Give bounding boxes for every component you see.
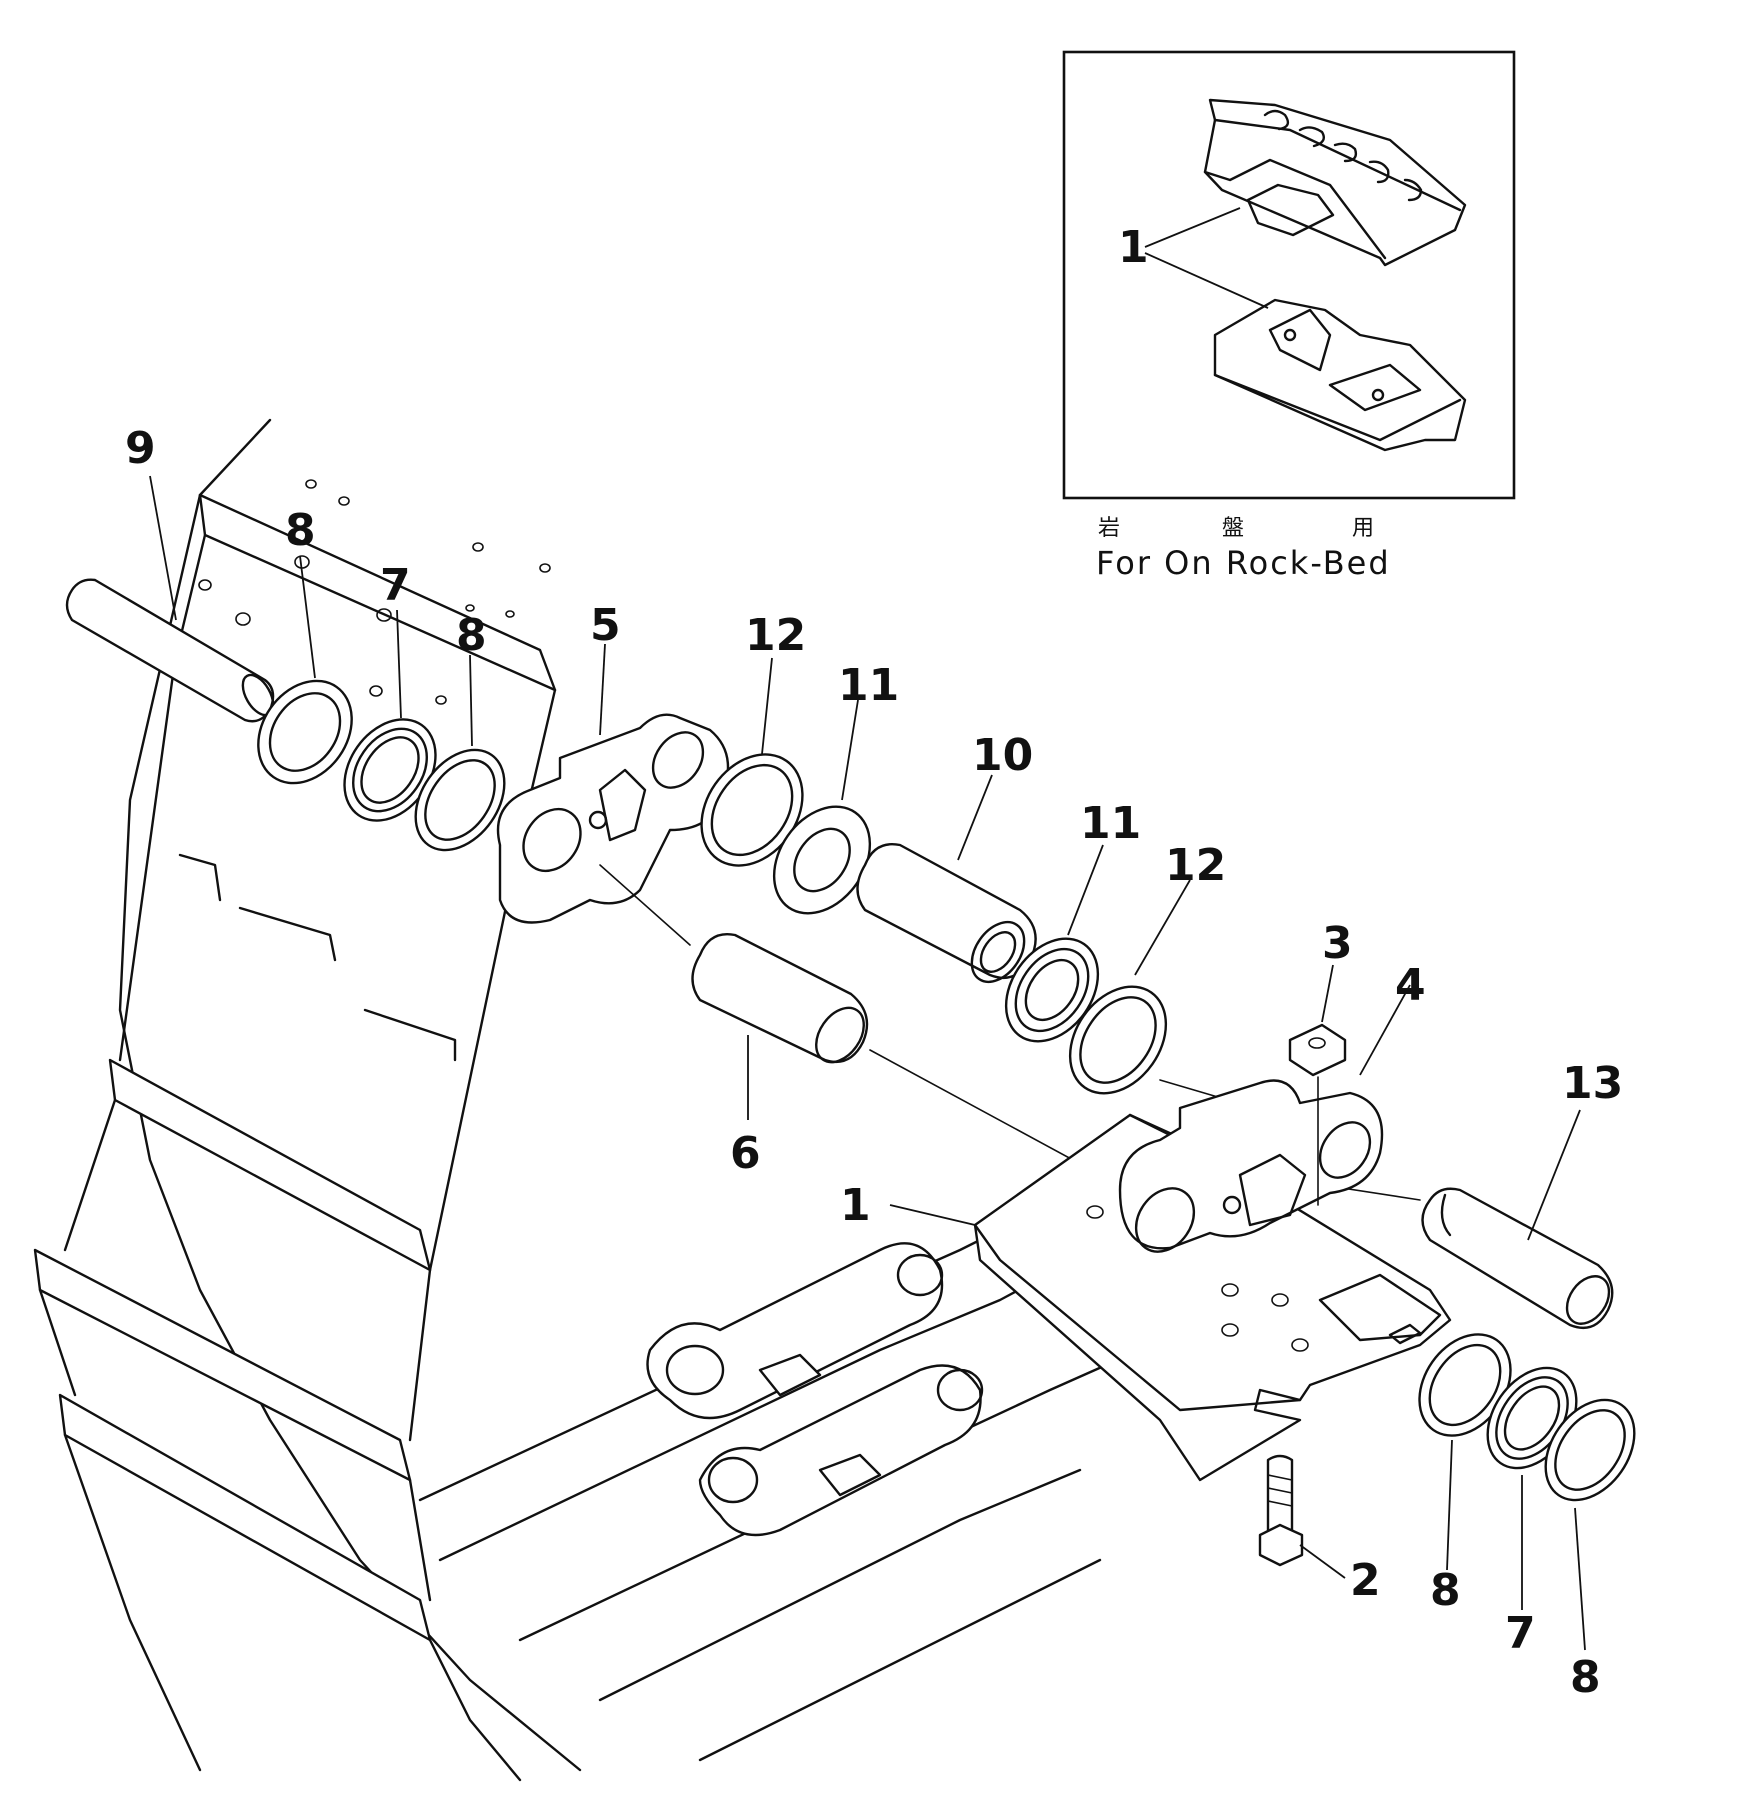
callout-8d: 8 — [1570, 1652, 1601, 1703]
track-assembly — [33, 418, 1142, 1782]
callout-12b: 12 — [1165, 840, 1226, 891]
inset-shoe-bottom — [1213, 298, 1467, 452]
part-3-nut — [1288, 1023, 1347, 1077]
callout-8b: 8 — [456, 610, 487, 661]
callout-5: 5 — [590, 600, 621, 651]
part-8-ring-a — [257, 679, 353, 785]
part-10-bushing — [856, 843, 1037, 984]
part-2-bolt — [1258, 1454, 1304, 1567]
callout-9: 9 — [125, 423, 156, 474]
callout-8a: 8 — [285, 505, 316, 556]
inset-caption-jp-3: 用 — [1352, 516, 1374, 541]
part-5-link — [496, 713, 730, 924]
callout-1: 1 — [840, 1180, 871, 1231]
part-4-link — [1118, 1079, 1384, 1253]
inset-frame — [1062, 50, 1516, 500]
part-8-ring-d — [1544, 1398, 1636, 1502]
inset-caption-jp-2: 盤 — [1222, 516, 1244, 541]
inset-panel: 1 岩 盤 用 For On Rock-Bed — [1062, 50, 1516, 582]
callout-7b: 7 — [1505, 1608, 1536, 1659]
part-13-pin — [1421, 1187, 1614, 1330]
callout-11b: 11 — [1080, 798, 1141, 849]
inset-caption-jp-1: 岩 — [1098, 516, 1120, 541]
callout-4: 4 — [1395, 960, 1426, 1011]
part-11-washer-a — [772, 805, 872, 915]
part-1-shoe — [973, 1113, 1452, 1482]
part-6-bushing — [691, 933, 869, 1064]
callout-10: 10 — [972, 730, 1033, 781]
callout-11a: 11 — [838, 660, 899, 711]
part-8-ring-b — [414, 748, 506, 852]
inset-shoe-top — [1203, 98, 1467, 267]
callout-12a: 12 — [745, 610, 806, 661]
inset-caption-en: For On Rock-Bed — [1096, 544, 1391, 582]
part-12-ring-b — [1068, 985, 1168, 1095]
track-link-lower — [646, 1242, 984, 1537]
callout-3: 3 — [1322, 918, 1353, 969]
inset-callout-1: 1 — [1118, 222, 1149, 273]
callout-8c: 8 — [1430, 1565, 1461, 1616]
callout-6: 6 — [730, 1128, 761, 1179]
callout-13: 13 — [1562, 1058, 1623, 1109]
part-12-ring-a — [700, 753, 804, 867]
callout-2: 2 — [1350, 1555, 1381, 1606]
callout-7a: 7 — [380, 560, 411, 611]
